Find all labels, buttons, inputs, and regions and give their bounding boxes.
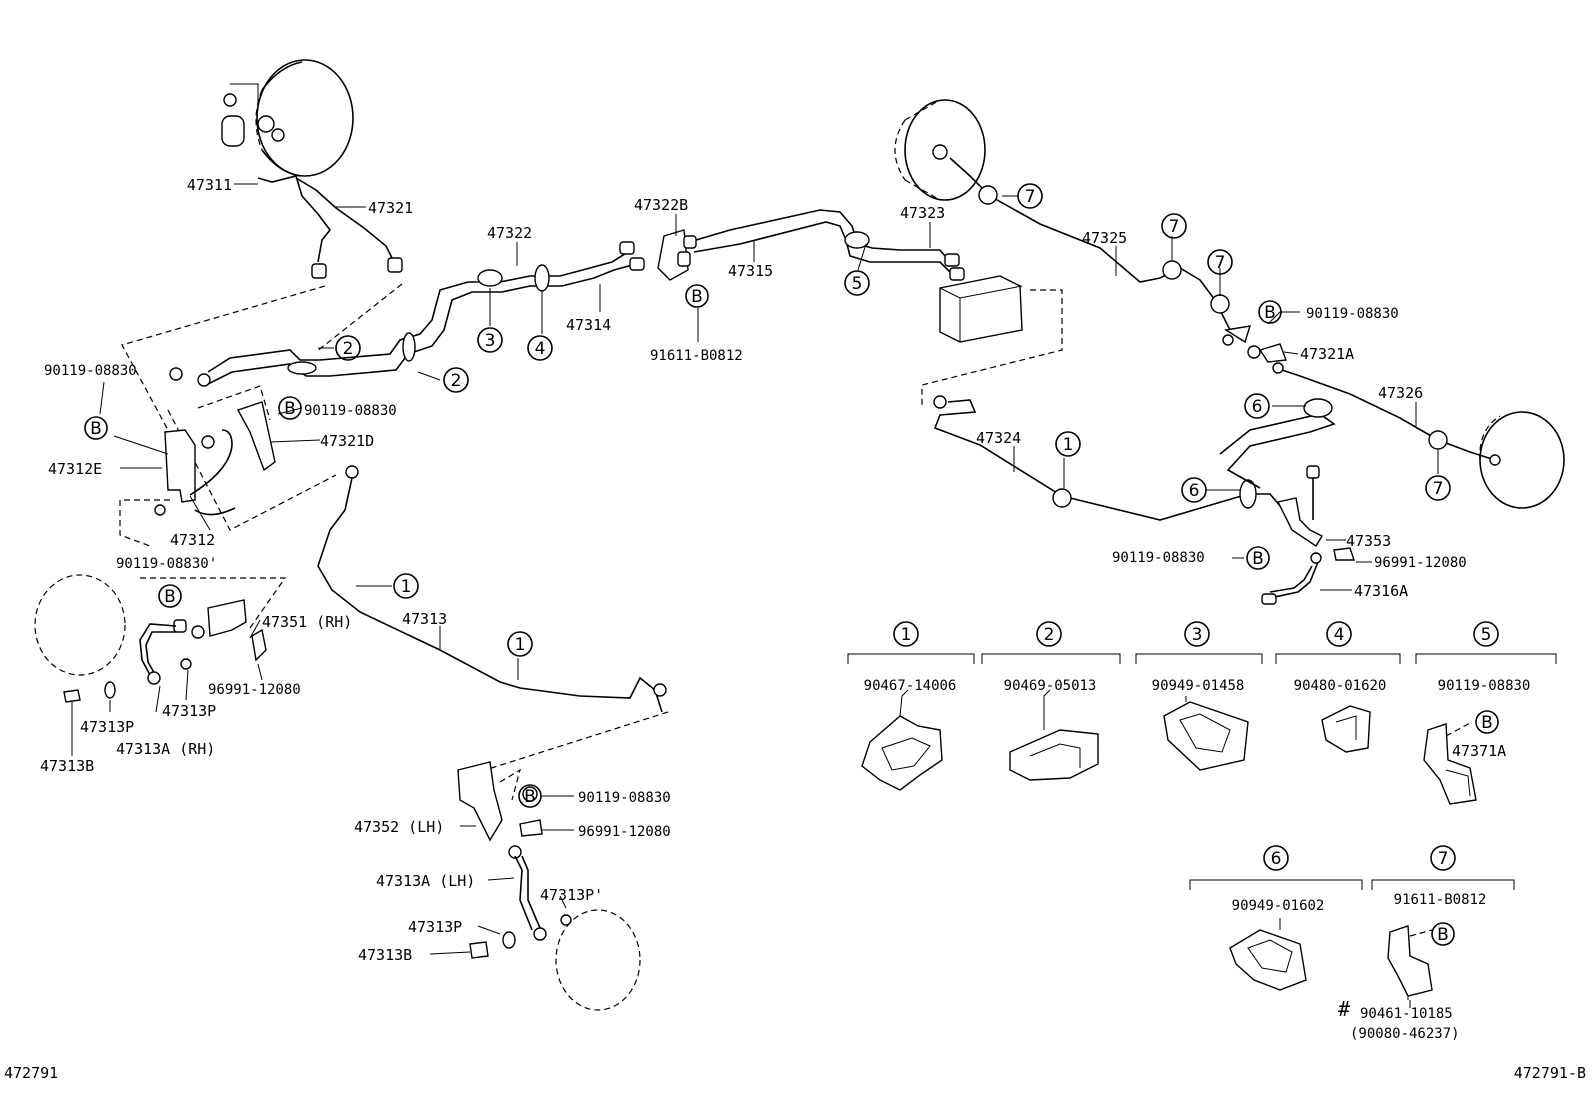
label-47313p: 47313P <box>162 702 216 720</box>
clamp-7-part: 91611-B0812 <box>1394 892 1487 908</box>
label-47312: 47312 <box>170 531 215 549</box>
label-47313b: 47313B <box>40 757 94 775</box>
label-47314: 47314 <box>566 316 611 334</box>
label-96991-12080: 96991-12080 <box>208 682 301 698</box>
drawing-id-left: 472791 <box>4 1064 58 1082</box>
clamp-7-sub2: (90080-46237) <box>1350 1026 1460 1042</box>
callout-1: 1 <box>515 635 526 655</box>
label-47325: 47325 <box>1082 229 1127 247</box>
clamp-6-part: 90949-01602 <box>1232 898 1325 914</box>
label-47324: 47324 <box>976 429 1021 447</box>
label-47316a: 47316A <box>1354 582 1408 600</box>
label-90119-08830: 90119-08830 <box>44 363 137 379</box>
callout-b: B <box>524 787 536 807</box>
clamp-7-hash: # <box>1338 997 1350 1021</box>
callout-7: 7 <box>1433 479 1444 499</box>
clamp-5-part: 90119-08830 <box>1438 678 1531 694</box>
callout-b: B <box>1264 303 1276 323</box>
callout-3: 3 <box>485 331 496 351</box>
callout-b: B <box>90 419 102 439</box>
callout-6: 6 <box>1252 397 1263 417</box>
label-47323: 47323 <box>900 204 945 222</box>
label-47352-lh: 47352 (LH) <box>354 818 444 836</box>
callout-4: 4 <box>535 339 546 359</box>
label-47321d: 47321D <box>320 432 374 450</box>
callout-b: B <box>164 587 176 607</box>
label-47315: 47315 <box>728 262 773 280</box>
front-left-brake-drum <box>221 59 403 279</box>
abs-actuator <box>921 275 1063 408</box>
clamp-5-number: 5 <box>1481 625 1492 645</box>
callout-2: 2 <box>343 339 354 359</box>
clamp-2-part: 90469-05013 <box>1004 678 1097 694</box>
clamp-3-number: 3 <box>1192 625 1203 645</box>
clamp-7-number: 7 <box>1438 849 1449 869</box>
callout-numbers: 7 7 7 B 2 2 3 4 B 5 B B 1 1 B 1 6 6 7 B … <box>90 187 1493 945</box>
callout-b: B <box>1437 925 1449 945</box>
clamp-detail-boxes <box>847 653 1557 890</box>
callout-1: 1 <box>401 577 412 597</box>
junction-47322b <box>657 209 965 281</box>
callout-5: 5 <box>852 274 863 294</box>
label-47313b: 47313B <box>358 946 412 964</box>
part-labels: 47311 47321 47322 47322B 47323 47325 473… <box>40 176 1467 964</box>
clamp-4-number: 4 <box>1334 625 1345 645</box>
callout-7: 7 <box>1025 187 1036 207</box>
label-47312e: 47312E <box>48 460 102 478</box>
label-47313p: 47313P <box>80 718 134 736</box>
callout-2: 2 <box>451 371 462 391</box>
callout-1: 1 <box>1063 435 1074 455</box>
front-right-brake-drum <box>894 99 1231 331</box>
rear-right-brake-drum <box>1479 411 1565 509</box>
clamp-7-sub1: 90461-10185 <box>1360 1006 1453 1022</box>
clamp-1-number: 1 <box>901 625 912 645</box>
hose-47313a-rh <box>34 574 267 716</box>
label-47313: 47313 <box>402 610 447 628</box>
drawing-id-right: 472791-B <box>1514 1064 1586 1082</box>
label-90119-08830: 90119-08830 <box>304 403 397 419</box>
label-47322: 47322 <box>487 224 532 242</box>
callout-b: B <box>691 287 703 307</box>
clamp-5-sub: 47371A <box>1452 742 1506 760</box>
label-47313a-lh: 47313A (LH) <box>376 872 475 890</box>
callout-7: 7 <box>1169 217 1180 237</box>
label-90119-08830: 90119-08830 <box>1112 550 1205 566</box>
label-47313p: 47313P <box>408 918 462 936</box>
callout-b: B <box>284 399 296 419</box>
hose-47313a-lh <box>457 711 669 1011</box>
bracket-47312e <box>154 429 236 516</box>
label-47326: 47326 <box>1378 384 1423 402</box>
label-47351-rh: 47351 (RH) <box>262 613 352 631</box>
callout-circles <box>84 183 1499 946</box>
label-90119-08830: 90119-08830' <box>116 556 217 572</box>
label-47353: 47353 <box>1346 532 1391 550</box>
clamp-4-part: 90480-01620 <box>1294 678 1387 694</box>
clamp-1-part: 90467-14006 <box>864 678 957 694</box>
callout-b: B <box>1252 549 1264 569</box>
label-47313a-rh: 47313A (RH) <box>116 740 215 758</box>
line-art <box>34 59 1565 1011</box>
callout-7: 7 <box>1215 253 1226 273</box>
callout-6: 6 <box>1189 481 1200 501</box>
label-96991-12080: 96991-12080 <box>1374 555 1467 571</box>
label-47322b: 47322B <box>634 196 688 214</box>
label-91611-b0812: 91611-B0812 <box>650 348 743 364</box>
label-90119-08830: 90119-08830 <box>1306 306 1399 322</box>
callout-b: B <box>1481 713 1493 733</box>
label-47321: 47321 <box>368 199 413 217</box>
clamp-3-part: 90949-01458 <box>1152 678 1245 694</box>
label-90119-08830: 90119-08830 <box>578 790 671 806</box>
label-47321a: 47321A <box>1300 345 1354 363</box>
clamp-6-number: 6 <box>1271 849 1282 869</box>
label-96991-12080: 96991-12080 <box>578 824 671 840</box>
label-47313p: 47313P' <box>540 886 603 904</box>
clamp-part-numbers: 90467-14006 90469-05013 90949-01458 9048… <box>864 678 1531 1042</box>
label-47311: 47311 <box>187 176 232 194</box>
clamp-2-number: 2 <box>1044 625 1055 645</box>
